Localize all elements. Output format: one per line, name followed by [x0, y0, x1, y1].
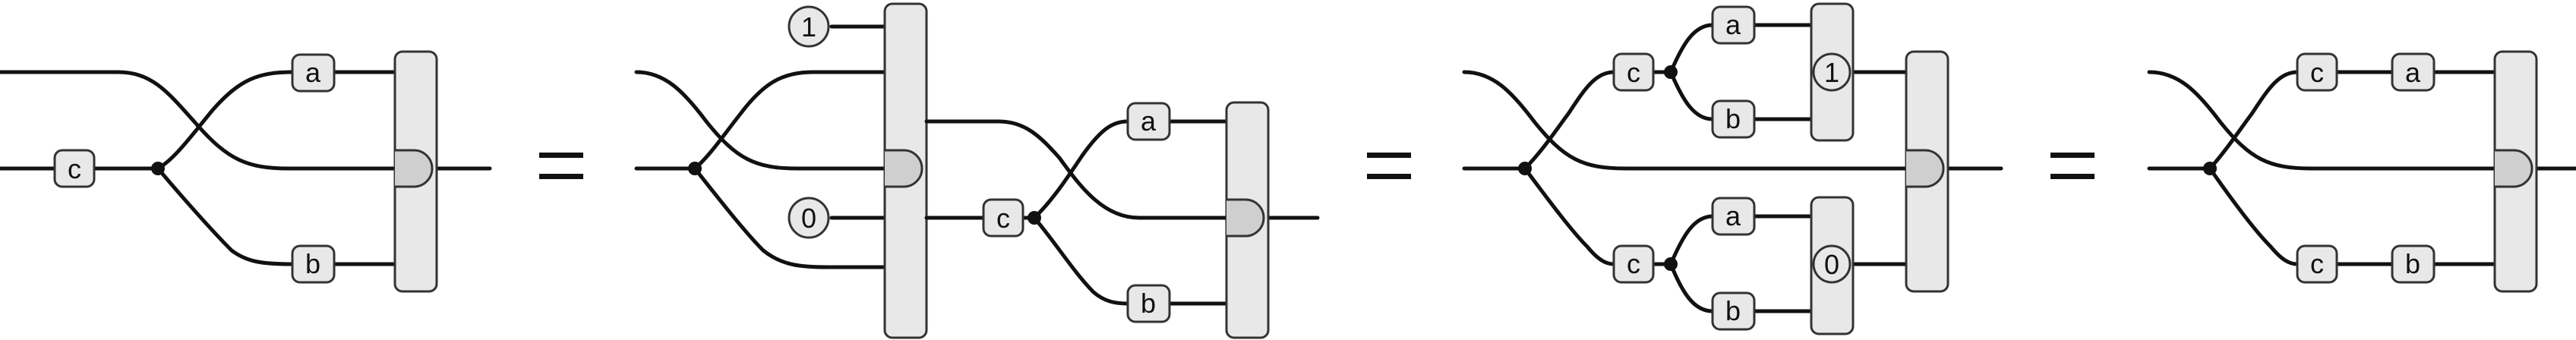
equals-sign-2: = — [0, 0, 1411, 179]
copy-dot — [1518, 162, 1532, 175]
copy-dot — [151, 162, 165, 175]
tag-0-circle — [788, 197, 830, 239]
a-box-label: a — [2405, 57, 2421, 88]
c-box-bottom-label: c — [2310, 248, 2324, 279]
c-box-top — [2296, 52, 2338, 92]
equals-sign-3: = — [0, 0, 2095, 179]
a-box-2-label: a — [1725, 200, 1741, 231]
wire-upper-out — [924, 119, 1062, 160]
term-1: c a b — [0, 50, 492, 293]
wire-top-input — [634, 70, 709, 124]
wire-inner-branch-down — [1032, 216, 1229, 306]
b-box-2 — [1711, 291, 1756, 331]
control-cup — [2495, 149, 2533, 188]
c-box-top-label: c — [1627, 57, 1640, 88]
tag-1-circle — [788, 5, 830, 48]
control-cup — [885, 149, 923, 188]
c-box-label: c — [996, 203, 1010, 234]
wire-branch-up — [1523, 70, 1616, 171]
wire-crossing-over — [195, 123, 397, 171]
wire-top-input — [0, 70, 200, 128]
c-box-top — [1612, 52, 1655, 92]
a-box-1 — [1711, 5, 1756, 45]
wire-crossing-over — [2218, 119, 2497, 171]
tag-1-label: 1 — [801, 11, 816, 42]
tag-0-label: 0 — [1824, 249, 1839, 280]
c-box-bottom — [1612, 244, 1655, 284]
b-box — [2391, 244, 2436, 284]
wire-bottom-split — [1668, 214, 1814, 313]
svg-text:=: = — [0, 0, 1, 1]
b-box-label: b — [2405, 248, 2420, 279]
copy-dot-top — [1664, 65, 1678, 79]
svg-text:=: = — [0, 0, 1, 1]
wire-branch-down — [693, 166, 887, 269]
a-box-2 — [1711, 197, 1756, 236]
wire-branch-up — [693, 70, 887, 171]
copy-dot — [2203, 162, 2217, 175]
wire-crossing-over — [1532, 119, 1908, 171]
a-box-label: a — [305, 57, 321, 88]
wire-top-input — [2147, 70, 2222, 124]
equals-sign-1: = — [0, 0, 583, 179]
a-box — [1126, 102, 1171, 141]
term-3: c c a b a b 1 0 — [1462, 2, 2003, 335]
b-box — [1126, 284, 1171, 323]
b-box-1-label: b — [1725, 103, 1741, 134]
b-box — [291, 244, 336, 284]
tag-0-circle — [1812, 244, 1852, 284]
b-box-2-label: b — [1725, 295, 1741, 326]
wire-inner-crossing — [1057, 156, 1229, 220]
c-box — [982, 198, 1024, 238]
control-cup — [395, 149, 434, 188]
term-4: c a c b — [2147, 50, 2576, 293]
tag-0-label: 0 — [801, 203, 816, 234]
wire-top-input — [1462, 70, 1536, 124]
c-box-top-label: c — [2310, 57, 2324, 88]
copy-dot-inner — [1028, 211, 1041, 225]
a-box-1-label: a — [1725, 9, 1741, 40]
wire-branch-up — [2208, 70, 2497, 171]
c-box — [53, 149, 96, 188]
term-2: 1 0 c a b — [634, 2, 1320, 339]
wire-top-split — [1668, 23, 1814, 121]
b-box-1 — [1711, 99, 1756, 139]
control-cup-inner — [1226, 198, 1265, 238]
a-box — [2391, 52, 2436, 92]
c-box-label: c — [68, 153, 81, 184]
tag-1-label: 1 — [1824, 57, 1839, 88]
a-box — [291, 53, 336, 93]
copy-dot-bottom — [1664, 257, 1678, 271]
wire-crossing-over — [704, 119, 887, 171]
control-cup — [1906, 149, 1945, 188]
c-box-bottom-label: c — [1627, 248, 1640, 279]
svg-text:=: = — [0, 0, 1, 1]
wire-branch-up — [156, 70, 397, 171]
copy-dot — [688, 162, 702, 175]
c-box-bottom — [2296, 244, 2338, 284]
wire-branch-down — [156, 166, 397, 266]
b-box-label: b — [1141, 288, 1156, 319]
wire-inner-branch-up — [1032, 119, 1229, 220]
tag-1-circle — [1812, 52, 1852, 92]
a-box-label: a — [1141, 105, 1157, 137]
wire-branch-down — [2208, 166, 2497, 266]
wire-branch-down — [1523, 166, 1616, 266]
b-box-label: b — [305, 248, 320, 279]
